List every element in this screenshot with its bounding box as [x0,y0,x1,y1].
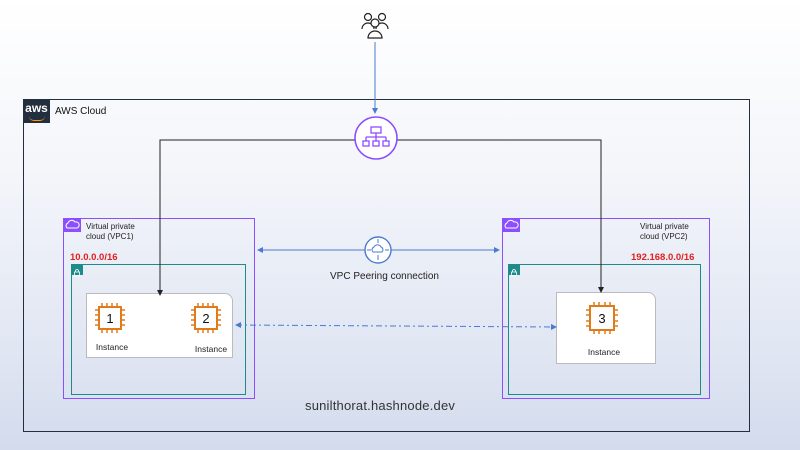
lb-to-instance1-line [157,139,356,296]
vpc2-group [502,218,710,399]
instance-1-number: 1 [106,311,113,326]
subnet2-lock-icon [508,265,520,277]
ec2-chip-icon-2 [191,303,221,333]
watermark-text: sunilthorat.hashnode.dev [305,398,456,413]
ec2-chip-icon-1 [95,303,125,333]
vpc2-cloud-icon [502,218,520,232]
instance-3-number: 3 [598,311,605,326]
instance2-to-instance3-line [235,322,557,330]
instance-2-label: Instance [195,344,227,354]
subnet1-lock-icon [71,265,83,277]
vpc1-cidr: 10.0.0.0/16 [70,252,118,263]
vpc-peering-icon [364,236,392,264]
vpc1-group [63,218,255,399]
users-icon [361,12,389,39]
aws-logo-smile [29,116,45,121]
instance-2-number: 2 [202,311,209,326]
vpc1-cloud-icon [63,218,81,232]
lb-to-instance3-line [397,139,604,293]
aws-cloud-label: AWS Cloud [55,106,107,117]
aws-cloud-group [23,99,750,432]
instance-group-2 [556,292,656,364]
instance-1-label: Instance [96,342,128,352]
instance-3-label: Instance [588,347,620,357]
load-balancer-icon [354,116,398,160]
ec2-chip-icon-3 [586,302,618,334]
vpc2-cidr: 192.168.0.0/16 [631,252,695,263]
vpc-peering-label: VPC Peering connection [330,271,439,282]
